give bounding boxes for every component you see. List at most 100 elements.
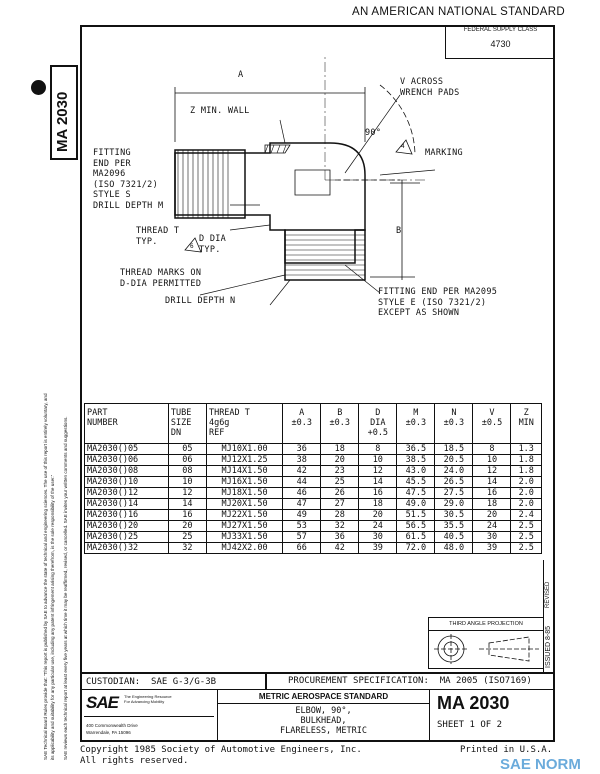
side-note-3: SAE reviews each technical report at lea… bbox=[63, 416, 68, 760]
custodian: CUSTODIAN: SAE G-3/G-3B bbox=[86, 677, 217, 687]
category: METRIC AEROSPACE STANDARD bbox=[218, 690, 429, 704]
table-cell: MA2030()08 bbox=[84, 465, 169, 477]
procurement-spec: PROCUREMENT SPECIFICATION: MA 2005 (ISO7… bbox=[288, 676, 532, 686]
table-cell: 25 bbox=[320, 476, 360, 488]
table-cell: 20 bbox=[320, 454, 360, 466]
table-cell: 45.5 bbox=[396, 476, 436, 488]
table-cell: 23 bbox=[320, 465, 360, 477]
table-cell: 12 bbox=[358, 465, 398, 477]
fsc-value: 4730 bbox=[490, 39, 511, 49]
printed-in: Printed in U.S.A. bbox=[460, 745, 553, 755]
table-cell: 24 bbox=[472, 520, 512, 532]
table-cell: 26.5 bbox=[434, 476, 474, 488]
side-tab bbox=[50, 65, 78, 160]
table-cell: 51.5 bbox=[396, 509, 436, 521]
label-drill-depth-n: DRILL DEPTH N bbox=[165, 296, 236, 306]
column-header: THREAD T 4g6g REF bbox=[205, 403, 284, 444]
table-cell: 06 bbox=[167, 454, 207, 466]
table-cell: 20.5 bbox=[434, 454, 474, 466]
label-marking: MARKING bbox=[425, 148, 463, 158]
table-cell: 12 bbox=[167, 487, 207, 499]
table-cell: MJ18X1.50 bbox=[205, 487, 284, 499]
table-cell: 12 bbox=[472, 465, 512, 477]
revised-label: REVISED bbox=[545, 581, 551, 608]
table-cell: 24 bbox=[358, 520, 398, 532]
fsc-label: FEDERAL SUPPLY CLASS bbox=[463, 27, 538, 33]
table-cell: 26 bbox=[320, 487, 360, 499]
table-cell: 20 bbox=[472, 509, 512, 521]
table-cell: MA2030()05 bbox=[84, 443, 169, 455]
table-cell: 2.0 bbox=[510, 498, 542, 510]
table-cell: 47.5 bbox=[396, 487, 436, 499]
table-cell: 18.5 bbox=[434, 443, 474, 455]
table-cell: MJ20X1.50 bbox=[205, 498, 284, 510]
table-cell: MJ10X1.00 bbox=[205, 443, 284, 455]
header: AN AMERICAN NATIONAL STANDARD bbox=[352, 6, 565, 18]
table-cell: 2.5 bbox=[510, 542, 542, 554]
label-d-dia: D DIA TYP. bbox=[199, 234, 227, 255]
table-cell: 08 bbox=[167, 465, 207, 477]
table-cell: 29.0 bbox=[434, 498, 474, 510]
table-cell: 44 bbox=[282, 476, 322, 488]
table-cell: MJ22X1.50 bbox=[205, 509, 284, 521]
divider bbox=[265, 672, 267, 690]
table-cell: 2.0 bbox=[510, 476, 542, 488]
table-cell: 27.5 bbox=[434, 487, 474, 499]
table-cell: MA2030()20 bbox=[84, 520, 169, 532]
drawing-frame bbox=[80, 25, 555, 742]
table-cell: 30 bbox=[472, 531, 512, 543]
table-cell: 53 bbox=[282, 520, 322, 532]
projection-label: THIRD ANGLE PROJECTION bbox=[429, 618, 543, 631]
table-cell: 18 bbox=[472, 498, 512, 510]
label-fitting-end-e: FITTING END PER MA2095 STYLE E (ISO 7321… bbox=[378, 287, 498, 318]
table-cell: 18 bbox=[358, 498, 398, 510]
copyright: Copyright 1985 Society of Automotive Eng… bbox=[80, 745, 362, 766]
side-tab-label: MA 2030 bbox=[54, 91, 71, 152]
table-cell: MA2030()16 bbox=[84, 509, 169, 521]
side-note-2: its applicability and suitability for an… bbox=[50, 474, 55, 760]
table-cell: 39 bbox=[472, 542, 512, 554]
table-cell: 30.5 bbox=[434, 509, 474, 521]
table-cell: 36 bbox=[282, 443, 322, 455]
table-cell: 10 bbox=[167, 476, 207, 488]
table-cell: 47 bbox=[282, 498, 322, 510]
table-cell: 1.3 bbox=[510, 443, 542, 455]
column-header: PART NUMBER bbox=[84, 403, 169, 444]
column-header: TUBE SIZE DN bbox=[167, 403, 207, 444]
table-cell: 10 bbox=[358, 454, 398, 466]
table-cell: 32 bbox=[320, 520, 360, 532]
table-cell: 61.5 bbox=[396, 531, 436, 543]
bullet-dot bbox=[31, 80, 46, 95]
table-cell: 35.5 bbox=[434, 520, 474, 532]
label-thread-t: THREAD T TYP. bbox=[136, 226, 180, 247]
column-header: A ±0.3 bbox=[282, 403, 322, 444]
table-cell: 18 bbox=[320, 443, 360, 455]
table-cell: 30 bbox=[358, 531, 398, 543]
sae-address-1: 400 Commonwealth Drive bbox=[86, 723, 138, 728]
title-center: METRIC AEROSPACE STANDARD ELBOW, 90°, BU… bbox=[218, 690, 430, 742]
table-cell: 20 bbox=[167, 520, 207, 532]
table-cell: 14 bbox=[358, 476, 398, 488]
label-z-min-wall: Z MIN. WALL bbox=[190, 106, 250, 116]
label-fitting-end-s: FITTING END PER MA2096 (ISO 7321/2) STYL… bbox=[93, 148, 164, 211]
table-cell: 36 bbox=[320, 531, 360, 543]
table-cell: 1.8 bbox=[510, 454, 542, 466]
table-cell: 8 bbox=[472, 443, 512, 455]
table-cell: 72.0 bbox=[396, 542, 436, 554]
dim-a: A bbox=[238, 70, 244, 80]
table-cell: MA2030()10 bbox=[84, 476, 169, 488]
table-cell: 38.5 bbox=[396, 454, 436, 466]
sae-address-2: Warrendale, PA 15096 bbox=[86, 730, 131, 735]
table-cell: 10 bbox=[472, 454, 512, 466]
table-cell: 66 bbox=[282, 542, 322, 554]
table-cell: MJ33X1.50 bbox=[205, 531, 284, 543]
